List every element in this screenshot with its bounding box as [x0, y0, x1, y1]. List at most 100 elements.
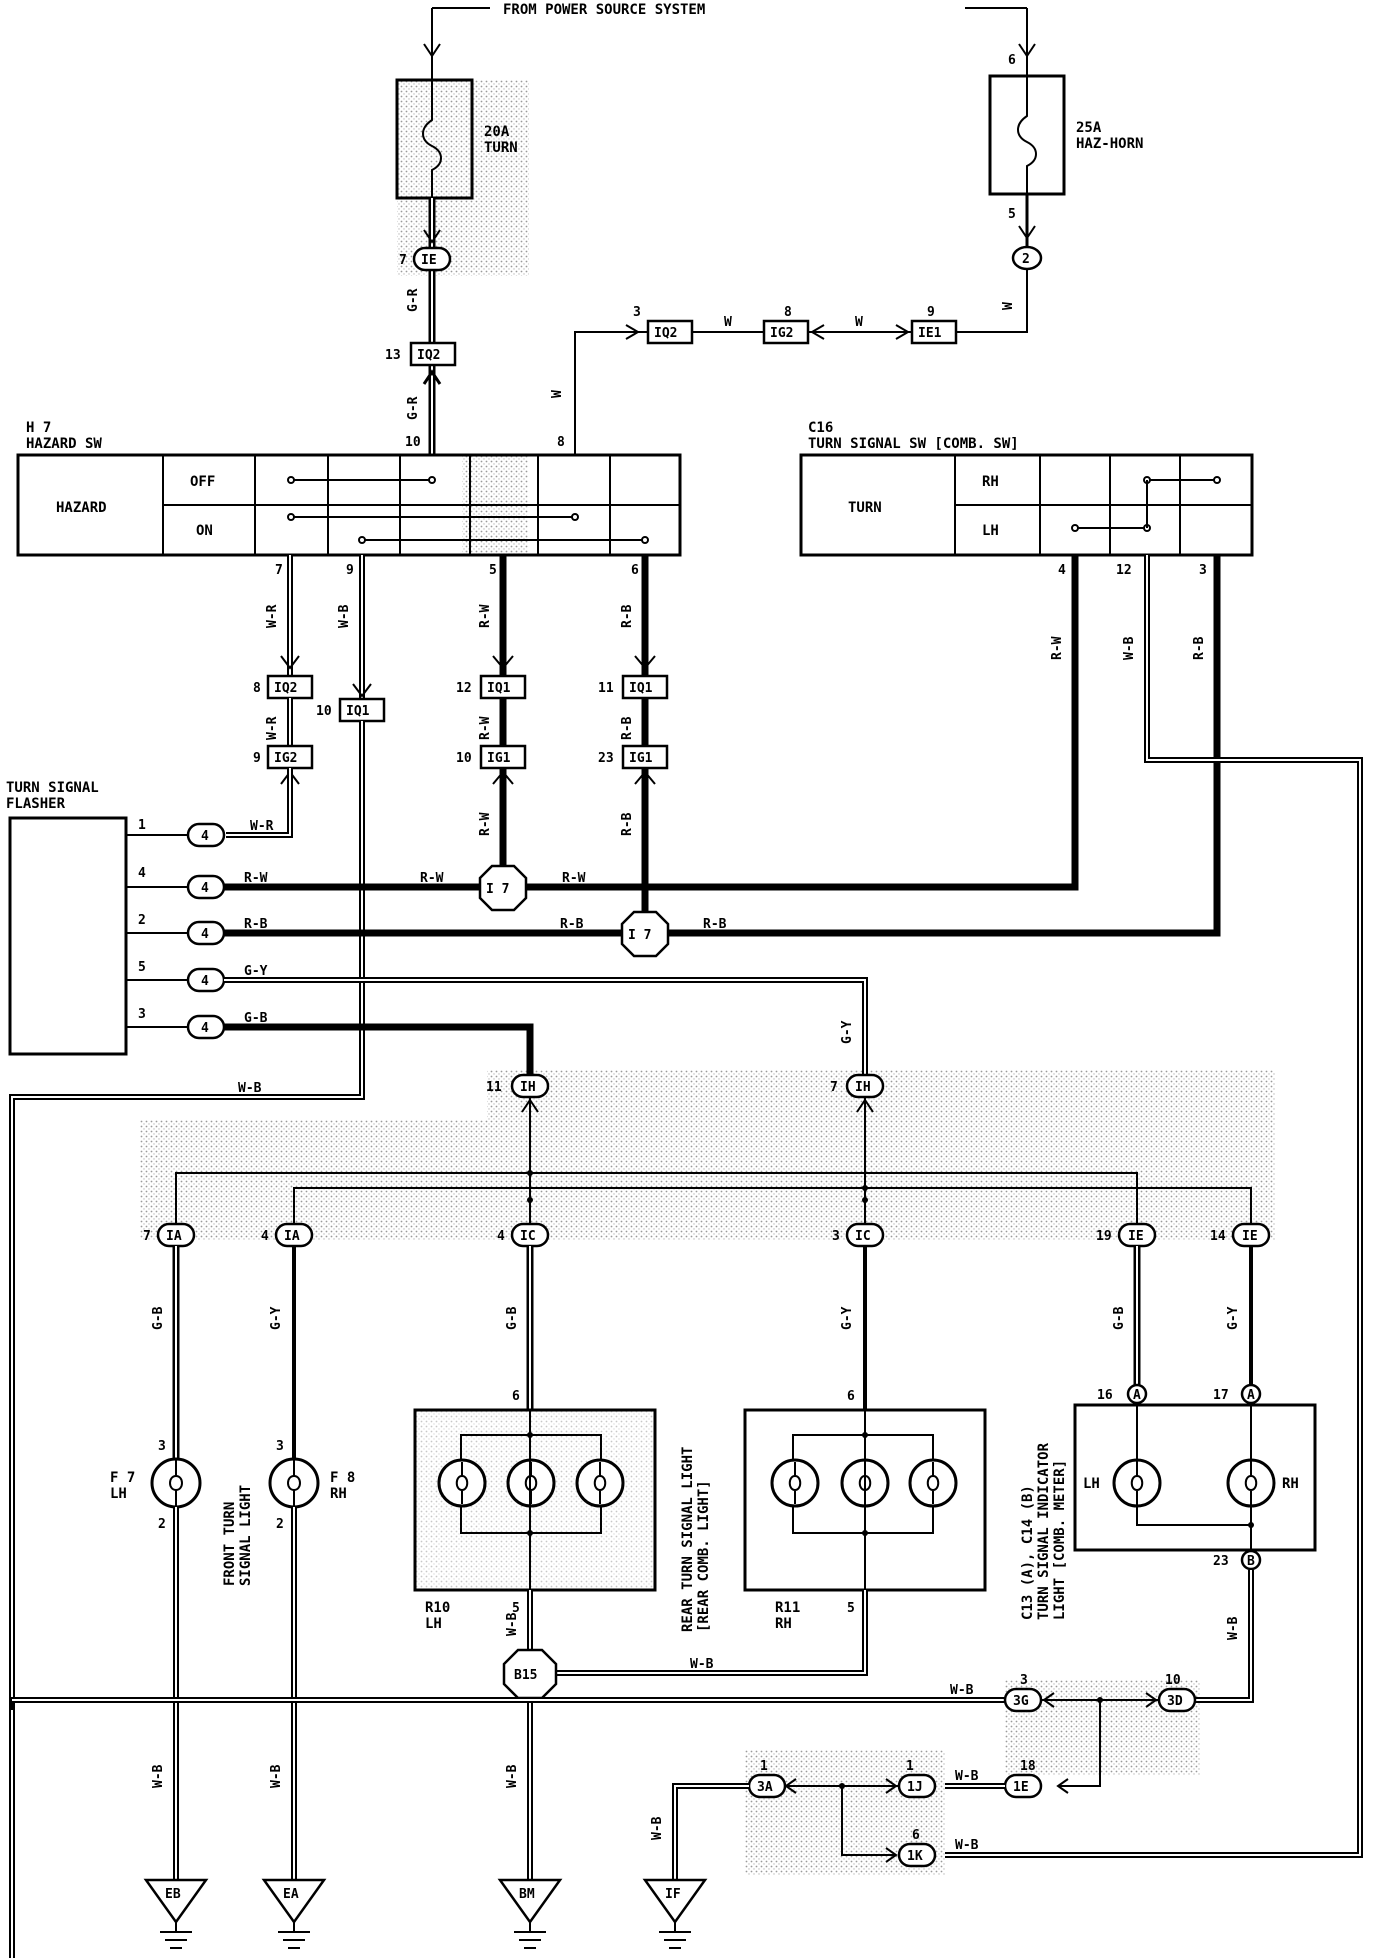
arrow-icon [492, 655, 514, 670]
connector-3d: 3D 10 [1157, 1673, 1197, 1713]
svg-text:R-B: R-B [620, 604, 635, 628]
source-arrow-right-icon [1018, 43, 1036, 58]
svg-text:W-B: W-B [950, 1683, 974, 1698]
svg-text:10: 10 [316, 704, 332, 719]
svg-text:6: 6 [912, 1828, 920, 1843]
svg-text:G-Y: G-Y [244, 964, 268, 979]
svg-text:11: 11 [598, 681, 614, 696]
turn-signal-flasher: TURN SIGNAL FLASHER 1 4 2 5 3 [6, 780, 146, 1056]
svg-text:2: 2 [158, 1517, 166, 1532]
svg-text:IE1: IE1 [918, 326, 942, 341]
svg-text:4: 4 [261, 1229, 269, 1244]
svg-text:IE: IE [1242, 1229, 1258, 1244]
svg-text:RH: RH [775, 1616, 792, 1632]
bulb-filament-icon [593, 1462, 607, 1504]
svg-text:G-B: G-B [151, 1306, 166, 1330]
lamp-r10: 6 5 R10 LH [413, 1389, 657, 1632]
svg-text:W-B: W-B [337, 604, 352, 628]
turn-rh: RH [982, 474, 999, 490]
svg-text:FLASHER: FLASHER [6, 796, 66, 812]
arrow-icon [895, 324, 910, 340]
turn-sw-name: TURN SIGNAL SW [COMB. SW] [808, 436, 1019, 452]
svg-text:R10: R10 [425, 1600, 450, 1616]
svg-text:R-W: R-W [1050, 636, 1065, 660]
svg-text:6: 6 [512, 1389, 520, 1404]
rear-lamp-name-2: [REAR COMB. LIGHT] [696, 1480, 712, 1632]
svg-text:8: 8 [253, 681, 261, 696]
hazard-on: ON [196, 523, 213, 539]
source-arrow-left-icon [423, 43, 441, 58]
svg-text:12: 12 [1116, 563, 1132, 578]
hazard-label: HAZARD [56, 500, 107, 516]
bulb-filament-icon [1244, 1403, 1258, 1550]
svg-text:12: 12 [456, 681, 472, 696]
svg-text:IG2: IG2 [770, 326, 793, 341]
connector-ig2-8: IG2 8 [762, 305, 810, 345]
svg-text:7: 7 [275, 563, 283, 578]
arrow-icon [625, 324, 640, 340]
connector-ic-3: IC 3 [832, 1222, 885, 1248]
fuse-haz-pin-in: 6 [1008, 53, 1016, 68]
lamp-f7: 3 2 F 7 LH [110, 1439, 202, 1532]
connector-ig2-9: IG2 9 [253, 744, 314, 770]
connector-iq2-13: IQ2 13 [385, 341, 457, 367]
wire-label-w: W [1001, 302, 1016, 310]
svg-text:W-B: W-B [1226, 1616, 1241, 1640]
svg-text:3G: 3G [1013, 1694, 1029, 1709]
svg-text:IH: IH [520, 1080, 536, 1095]
svg-text:3A: 3A [757, 1780, 773, 1795]
ground-eb: EB [143, 1878, 209, 1949]
svg-text:LH: LH [1083, 1476, 1100, 1492]
svg-text:IA: IA [166, 1229, 182, 1244]
svg-text:R-B: R-B [620, 716, 635, 740]
shade-left-band [140, 1120, 830, 1240]
wire-rb-turn [667, 555, 1221, 937]
svg-text:13: 13 [385, 348, 401, 363]
svg-text:4: 4 [1058, 563, 1066, 578]
svg-text:8: 8 [784, 305, 792, 320]
svg-text:G-B: G-B [244, 1011, 268, 1026]
connector-3g: 3G 3 [1003, 1673, 1043, 1713]
svg-text:B15: B15 [514, 1668, 537, 1683]
svg-text:IG1: IG1 [629, 751, 653, 766]
fuse-haz-pin-out: 5 [1008, 207, 1016, 222]
rear-lamp-name: REAR TURN SIGNAL LIGHT [680, 1447, 696, 1632]
fuse-element-icon [422, 80, 442, 198]
hazard-sw-code: H 7 [26, 420, 51, 436]
svg-text:IG2: IG2 [274, 751, 297, 766]
hazard-switch: H 7 HAZARD SW HAZARD OFF ON 10 8 7 9 5 6 [16, 420, 682, 578]
connector-1j: 3A 1 [747, 1759, 787, 1799]
wire-gb-flasher [224, 1023, 534, 1074]
connector-ia-7: IA 7 [143, 1222, 196, 1248]
shade-fuse-turn [397, 80, 529, 276]
svg-text:W-B: W-B [650, 1816, 665, 1840]
svg-text:IH: IH [855, 1080, 871, 1095]
svg-text:A: A [1247, 1388, 1255, 1403]
bulb-filament-icon [926, 1462, 940, 1504]
arrow-icon [810, 324, 825, 340]
svg-text:R-W: R-W [478, 812, 493, 836]
fuse-turn-name: TURN [484, 140, 518, 156]
svg-text:G-Y: G-Y [840, 1020, 855, 1044]
connector-iq1-11: IQ1 11 [598, 674, 669, 700]
bulb-filament-icon [1130, 1403, 1251, 1526]
connector-1e-7: IE 7 [399, 246, 452, 272]
svg-text:4: 4 [497, 1229, 505, 1244]
svg-text:7: 7 [399, 253, 407, 268]
svg-text:R-B: R-B [244, 917, 268, 932]
svg-text:R-W: R-W [478, 604, 493, 628]
svg-text:2: 2 [276, 1517, 284, 1532]
svg-text:R-W: R-W [562, 871, 586, 886]
svg-text:9: 9 [927, 305, 935, 320]
svg-text:7: 7 [143, 1229, 151, 1244]
bus-gy [293, 1187, 1252, 1223]
svg-text:F 7: F 7 [110, 1470, 135, 1486]
svg-text:5: 5 [489, 563, 497, 578]
connector-iq2-3: IQ2 3 [633, 305, 694, 345]
arrow-icon [1018, 225, 1036, 240]
wire-label-w: W [550, 390, 565, 398]
svg-text:1K: 1K [907, 1849, 923, 1864]
connector-ic-4: IC 4 [497, 1222, 550, 1248]
connector-ie1-9: IE1 9 [910, 305, 958, 345]
svg-text:IE: IE [421, 253, 437, 268]
